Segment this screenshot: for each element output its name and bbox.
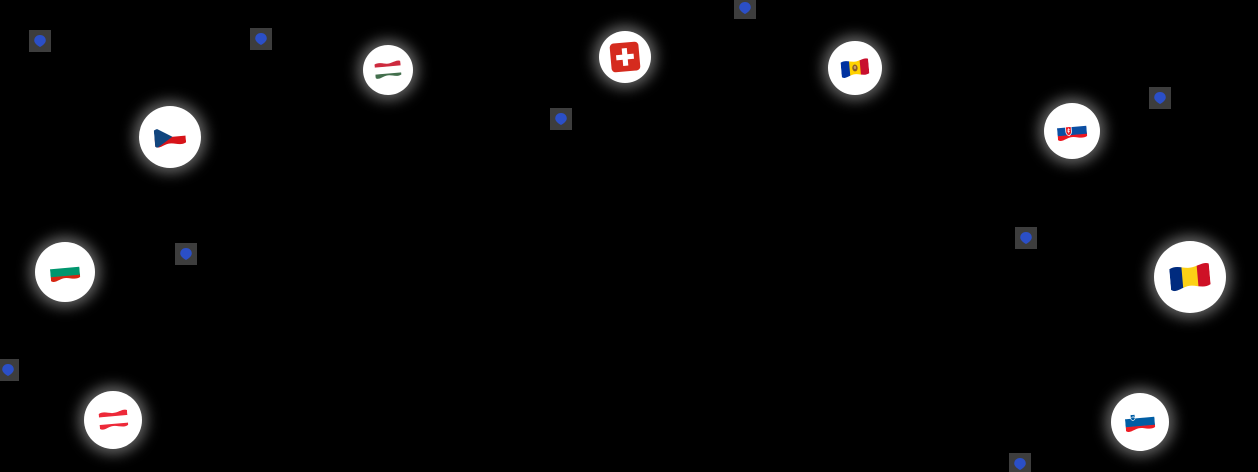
flag-badge-switzerland[interactable]	[599, 31, 651, 83]
map-pin-marker[interactable]	[1009, 453, 1031, 472]
hungary-flag-icon	[372, 58, 404, 83]
map-pin-marker[interactable]	[29, 30, 51, 52]
map-pin-marker[interactable]	[1015, 227, 1037, 249]
flag-badge-czechia[interactable]	[139, 106, 201, 168]
flag-badge-hungary[interactable]	[363, 45, 413, 95]
czechia-flag-icon	[151, 122, 189, 151]
map-pin-marker[interactable]	[734, 0, 756, 19]
flag-badge-bulgaria[interactable]	[35, 242, 95, 302]
austria-flag-icon	[96, 407, 131, 434]
moldova-flag-icon	[838, 55, 872, 81]
map-pin-marker[interactable]	[1149, 87, 1171, 109]
bulgaria-flag-icon	[47, 259, 83, 286]
location-pin-icon	[1020, 232, 1032, 244]
map-pin-marker[interactable]	[250, 28, 272, 50]
map-pin-marker[interactable]	[175, 243, 197, 265]
location-pin-icon	[255, 33, 267, 45]
location-pin-icon	[555, 113, 567, 125]
romania-flag-icon	[1166, 259, 1215, 296]
location-pin-icon	[180, 248, 192, 260]
location-pin-icon	[739, 2, 751, 14]
location-pin-icon	[2, 364, 14, 376]
map-pin-marker[interactable]	[0, 359, 19, 381]
slovenia-flag-icon	[1122, 409, 1158, 436]
location-pin-icon	[34, 35, 46, 47]
flag-badge-romania[interactable]	[1154, 241, 1226, 313]
flag-badge-austria[interactable]	[84, 391, 142, 449]
flag-badge-moldova[interactable]	[828, 41, 882, 95]
slovakia-flag-icon	[1054, 118, 1090, 145]
flag-badge-slovakia[interactable]	[1044, 103, 1100, 159]
location-pin-icon	[1154, 92, 1166, 104]
location-pin-icon	[1014, 458, 1026, 470]
map-pin-marker[interactable]	[550, 108, 572, 130]
switzerland-flag-icon	[608, 40, 643, 75]
flag-badge-slovenia[interactable]	[1111, 393, 1169, 451]
